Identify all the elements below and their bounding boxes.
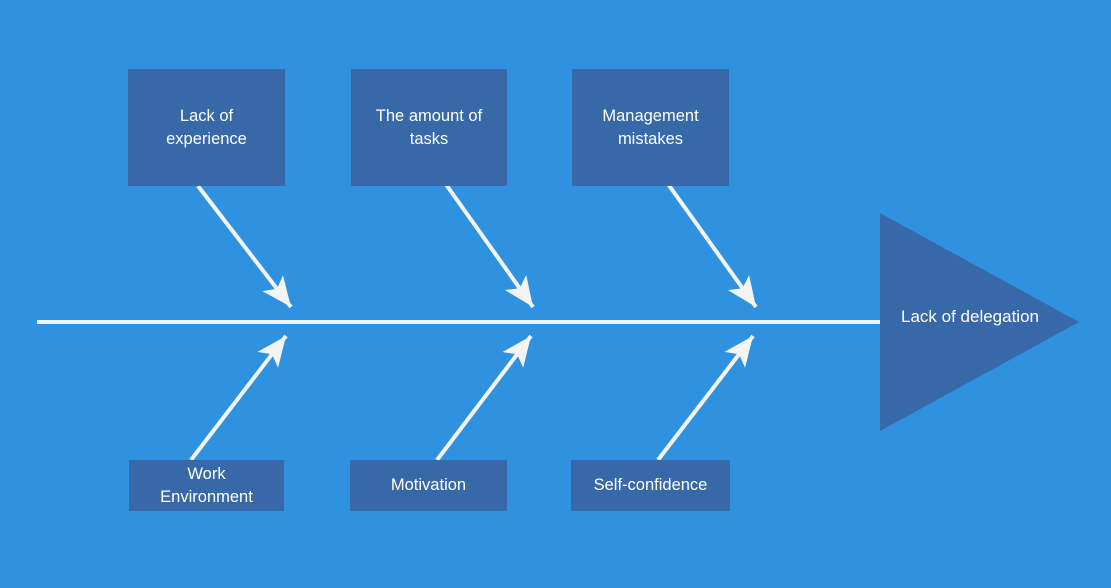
cause-node-lack-of-experience: Lack of experience xyxy=(128,69,285,186)
cause-arrow-lack-of-experience xyxy=(196,184,293,309)
cause-node-amount-of-tasks: The amount of tasks xyxy=(351,69,507,186)
cause-node-work-environment: Work Environment xyxy=(129,460,284,511)
cause-node-self-confidence: Self-confidence xyxy=(571,460,730,511)
cause-node-label: Self-confidence xyxy=(593,476,708,494)
cause-node-label: Management mistakes xyxy=(602,106,699,148)
cause-arrow-self-confidence xyxy=(656,334,755,462)
cause-arrow-management-mistakes xyxy=(666,182,758,309)
cause-node-motivation: Motivation xyxy=(350,460,507,511)
cause-arrow-work-environment xyxy=(189,334,288,462)
cause-node-management-mistakes: Management mistakes xyxy=(572,69,729,186)
cause-node-label: Motivation xyxy=(390,476,467,494)
cause-node-label: Lack of experience xyxy=(166,106,247,148)
cause-arrow-motivation xyxy=(435,334,533,462)
effect-label: Lack of delegation xyxy=(901,307,1039,326)
cause-node-label: Work Environment xyxy=(160,464,253,506)
cause-node-label: The amount of tasks xyxy=(375,106,483,148)
cause-arrow-amount-of-tasks xyxy=(443,181,535,309)
effect-arrowhead xyxy=(880,213,1079,431)
